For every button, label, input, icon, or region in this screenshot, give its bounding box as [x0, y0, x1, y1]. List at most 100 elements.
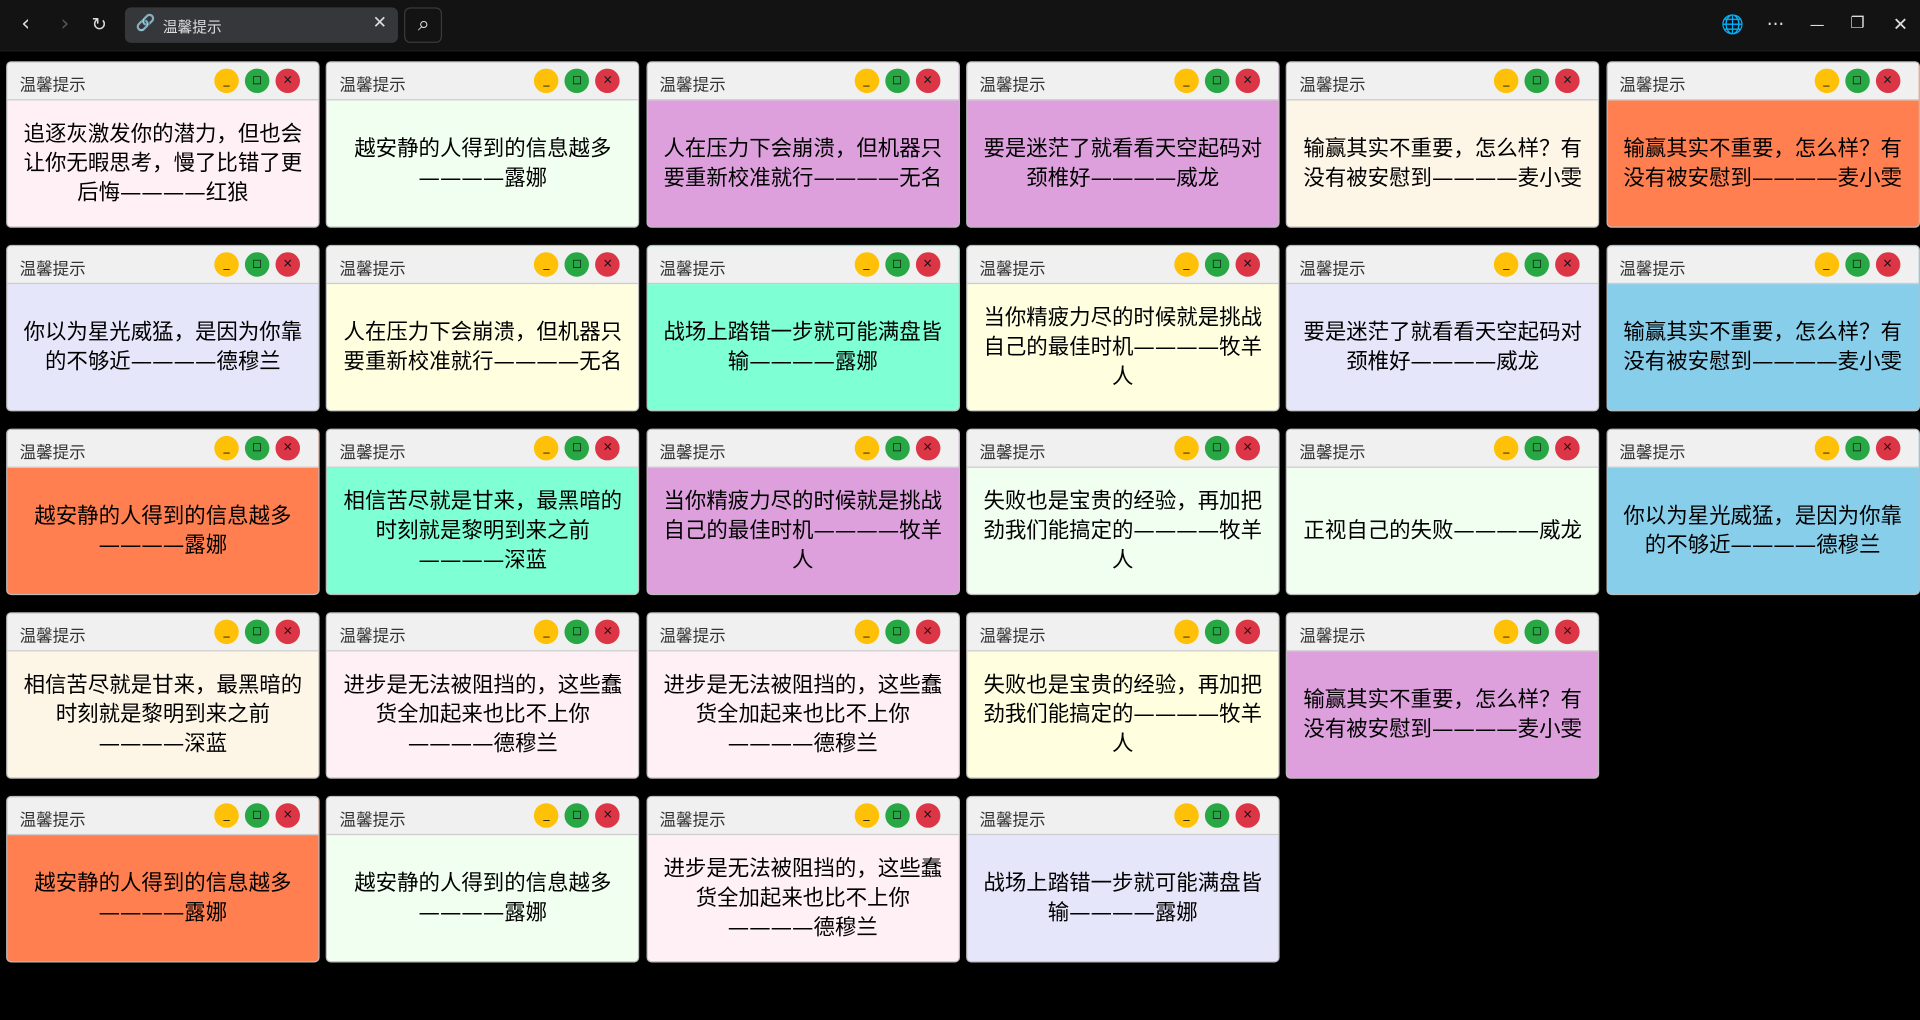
popup-window[interactable]: 温馨提示_◻×追逐灰激发你的潜力，但也会让你无暇思考，慢了比错了更后悔————红…: [6, 61, 320, 228]
minimize-button[interactable]: _: [1174, 252, 1199, 277]
close-icon[interactable]: ✕: [1892, 13, 1909, 36]
close-button[interactable]: ×: [1235, 619, 1260, 645]
close-button[interactable]: ×: [275, 68, 301, 94]
popup-window[interactable]: 温馨提示_◻×输赢其实不重要，怎么样？有没有被安慰到————麦小雯: [1285, 612, 1600, 779]
popup-window[interactable]: 温馨提示_◻×越安静的人得到的信息越多————露娜: [6, 795, 320, 963]
popup-titlebar[interactable]: 温馨提示_◻×: [1287, 429, 1599, 468]
clear-icon[interactable]: ✕: [372, 13, 387, 34]
close-button[interactable]: ×: [915, 619, 940, 645]
popup-titlebar[interactable]: 温馨提示_◻×: [1287, 613, 1599, 652]
search-button[interactable]: ⌕: [404, 7, 443, 43]
maximize-button[interactable]: ◻: [1524, 435, 1550, 461]
popup-window[interactable]: 温馨提示_◻×人在压力下会崩溃，但机器只要重新校准就行————无名: [326, 244, 640, 412]
minimize-button[interactable]: _: [214, 803, 239, 828]
close-button[interactable]: ×: [915, 803, 940, 828]
maximize-button[interactable]: ◻: [884, 68, 910, 94]
minimize-button[interactable]: _: [854, 803, 879, 828]
minimize-icon[interactable]: —: [1809, 15, 1825, 34]
maximize-button[interactable]: ◻: [1524, 68, 1550, 94]
minimize-button[interactable]: _: [854, 252, 879, 277]
close-button[interactable]: ×: [595, 252, 620, 277]
popup-window[interactable]: 温馨提示_◻×当你精疲力尽的时候就是挑战自己的最佳时机————牧羊人: [646, 428, 960, 596]
close-button[interactable]: ×: [595, 435, 620, 461]
popup-titlebar[interactable]: 温馨提示_◻×: [1287, 246, 1599, 285]
minimize-button[interactable]: _: [1174, 68, 1199, 94]
popup-titlebar[interactable]: 温馨提示_◻×: [647, 613, 959, 652]
close-button[interactable]: ×: [1875, 252, 1900, 277]
popup-titlebar[interactable]: 温馨提示_◻×: [967, 797, 1279, 836]
popup-window[interactable]: 温馨提示_◻×相信苦尽就是甘来，最黑暗的时刻就是黎明到来之前————深蓝: [6, 612, 320, 779]
popup-titlebar[interactable]: 温馨提示_◻×: [967, 613, 1279, 652]
more-icon[interactable]: ···: [1766, 13, 1785, 36]
minimize-button[interactable]: _: [214, 252, 239, 277]
minimize-button[interactable]: _: [1494, 619, 1519, 645]
minimize-button[interactable]: _: [534, 803, 559, 828]
maximize-button[interactable]: ◻: [564, 252, 590, 277]
popup-titlebar[interactable]: 温馨提示_◻×: [327, 246, 639, 285]
maximize-button[interactable]: ◻: [1524, 619, 1550, 645]
maximize-button[interactable]: ◻: [564, 619, 590, 645]
popup-window[interactable]: 温馨提示_◻×越安静的人得到的信息越多————露娜: [6, 428, 320, 596]
minimize-button[interactable]: _: [1494, 68, 1519, 94]
close-button[interactable]: ×: [915, 252, 940, 277]
popup-titlebar[interactable]: 温馨提示_◻×: [967, 429, 1279, 468]
minimize-button[interactable]: _: [1814, 68, 1839, 94]
maximize-button[interactable]: ◻: [1204, 252, 1230, 277]
popup-window[interactable]: 温馨提示_◻×进步是无法被阻挡的，这些蠢货全加起来也比不上你————德穆兰: [646, 612, 960, 779]
back-icon[interactable]: ‹: [21, 11, 31, 37]
maximize-button[interactable]: ◻: [564, 68, 590, 94]
popup-window[interactable]: 温馨提示_◻×失败也是宝贵的经验，再加把劲我们能搞定的————牧羊人: [965, 428, 1280, 596]
popup-window[interactable]: 温馨提示_◻×越安静的人得到的信息越多————露娜: [326, 795, 640, 963]
close-button[interactable]: ×: [1555, 435, 1580, 461]
minimize-button[interactable]: _: [1174, 435, 1199, 461]
close-button[interactable]: ×: [1555, 68, 1580, 94]
close-button[interactable]: ×: [275, 252, 301, 277]
popup-window[interactable]: 温馨提示_◻×失败也是宝贵的经验，再加把劲我们能搞定的————牧羊人: [965, 612, 1280, 779]
popup-window[interactable]: 温馨提示_◻×人在压力下会崩溃，但机器只要重新校准就行————无名: [646, 61, 960, 228]
minimize-button[interactable]: _: [1494, 435, 1519, 461]
restore-icon[interactable]: ❐: [1850, 14, 1865, 34]
popup-titlebar[interactable]: 温馨提示_◻×: [327, 797, 639, 836]
popup-window[interactable]: 温馨提示_◻×进步是无法被阻挡的，这些蠢货全加起来也比不上你————德穆兰: [326, 612, 640, 779]
minimize-button[interactable]: _: [534, 435, 559, 461]
close-button[interactable]: ×: [1235, 68, 1260, 94]
maximize-button[interactable]: ◻: [1204, 435, 1230, 461]
close-button[interactable]: ×: [595, 619, 620, 645]
maximize-button[interactable]: ◻: [884, 435, 910, 461]
close-button[interactable]: ×: [1875, 68, 1900, 94]
minimize-button[interactable]: _: [854, 619, 879, 645]
minimize-button[interactable]: _: [214, 68, 239, 94]
maximize-button[interactable]: ◻: [244, 68, 270, 94]
close-button[interactable]: ×: [595, 803, 620, 828]
minimize-button[interactable]: _: [1814, 252, 1839, 277]
maximize-button[interactable]: ◻: [884, 252, 910, 277]
maximize-button[interactable]: ◻: [564, 803, 590, 828]
close-button[interactable]: ×: [1235, 803, 1260, 828]
maximize-button[interactable]: ◻: [564, 435, 590, 461]
maximize-button[interactable]: ◻: [1204, 803, 1230, 828]
popup-window[interactable]: 温馨提示_◻×越安静的人得到的信息越多————露娜: [326, 61, 640, 228]
minimize-button[interactable]: _: [1814, 435, 1839, 461]
popup-window[interactable]: 温馨提示_◻×战场上踏错一步就可能满盘皆输————露娜: [965, 795, 1280, 963]
close-button[interactable]: ×: [1555, 619, 1580, 645]
close-button[interactable]: ×: [275, 803, 301, 828]
minimize-button[interactable]: _: [534, 252, 559, 277]
popup-window[interactable]: 温馨提示_◻×你以为星光威猛，是因为你靠的不够近————德穆兰: [6, 244, 320, 412]
minimize-button[interactable]: _: [854, 435, 879, 461]
popup-window[interactable]: 温馨提示_◻×输赢其实不重要，怎么样？有没有被安慰到————麦小雯: [1605, 61, 1920, 228]
address-text[interactable]: 温馨提示: [162, 18, 222, 36]
maximize-button[interactable]: ◻: [1844, 435, 1870, 461]
popup-titlebar[interactable]: 温馨提示_◻×: [647, 246, 959, 285]
maximize-button[interactable]: ◻: [244, 803, 270, 828]
popup-titlebar[interactable]: 温馨提示_◻×: [967, 246, 1279, 285]
popup-window[interactable]: 温馨提示_◻×战场上踏错一步就可能满盘皆输————露娜: [646, 244, 960, 412]
minimize-button[interactable]: _: [534, 68, 559, 94]
popup-titlebar[interactable]: 温馨提示_◻×: [327, 62, 639, 101]
globe-icon[interactable]: 🌐: [1721, 13, 1745, 36]
minimize-button[interactable]: _: [214, 435, 239, 461]
minimize-button[interactable]: _: [1494, 252, 1519, 277]
popup-titlebar[interactable]: 温馨提示_◻×: [967, 62, 1279, 101]
maximize-button[interactable]: ◻: [244, 435, 270, 461]
maximize-button[interactable]: ◻: [244, 252, 270, 277]
popup-titlebar[interactable]: 温馨提示_◻×: [647, 62, 959, 101]
